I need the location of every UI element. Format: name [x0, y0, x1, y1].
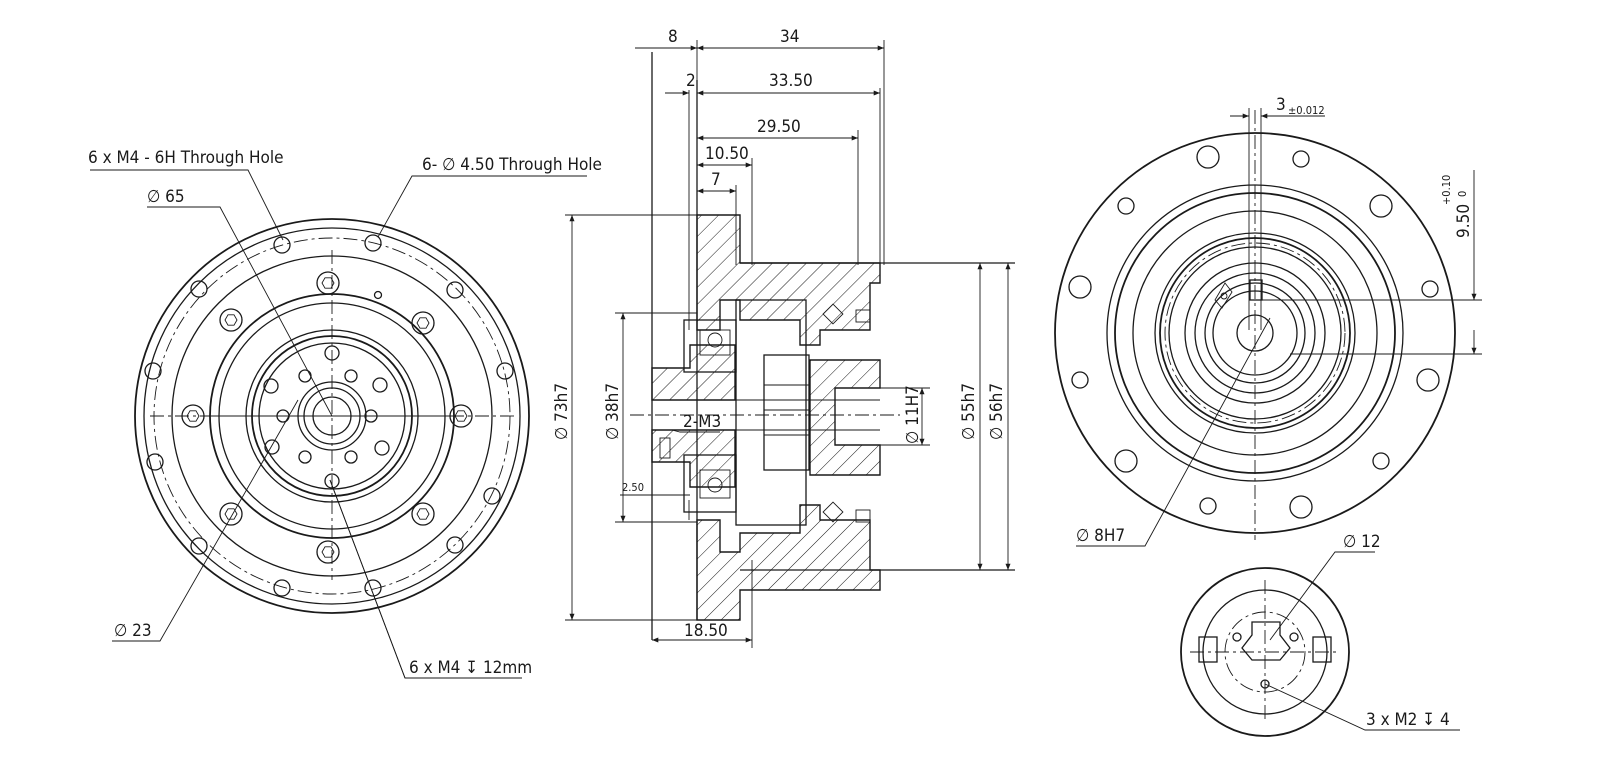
left-view: 6 x M4 - 6H Through Hole 6- ∅ 4.50 Throu… — [88, 148, 602, 679]
key-width-label: 3 — [1276, 95, 1286, 115]
left-view-leaders — [90, 169, 587, 679]
detail-view-dim-lines — [1264, 551, 1460, 731]
dia-12-label: ∅ 12 — [1343, 532, 1381, 552]
dim-38h7: ∅ 38h7 — [603, 383, 623, 440]
right-view-labels: 3 ±0.012 9.50 +0.10 0 ∅ 8H7 — [1076, 95, 1474, 546]
right-view-holes — [1068, 145, 1440, 519]
right-view-dim-lines — [1076, 108, 1482, 547]
dia-65-label: ∅ 65 — [147, 187, 185, 207]
dim-7: 7 — [711, 170, 721, 190]
through-hole-450-label: 6- ∅ 4.50 Through Hole — [422, 155, 602, 175]
right-view-keyway — [1214, 110, 1263, 540]
m2-depth-label: 3 x M2 ↧ 4 — [1366, 710, 1450, 730]
left-view-labels: 6 x M4 - 6H Through Hole 6- ∅ 4.50 Throu… — [88, 148, 602, 678]
detail-view-labels: ∅ 12 3 x M2 ↧ 4 — [1343, 532, 1450, 730]
dim-11h7: ∅ 11H7 — [903, 385, 923, 444]
dim-10-50: 10.50 — [705, 144, 749, 164]
section-dimension-labels: 8 34 2 33.50 29.50 10.50 7 ∅ 73h7 ∅ 38h7… — [552, 27, 1007, 641]
dia-8h7-label: ∅ 8H7 — [1076, 526, 1125, 546]
label-2-m3: 2-M3 — [683, 412, 721, 432]
dim-55h7: ∅ 55h7 — [959, 383, 979, 440]
label-18-50: 18.50 — [684, 621, 728, 641]
outer-through-holes — [144, 234, 514, 597]
dim-29-50: 29.50 — [757, 117, 801, 137]
dim-2: 2 — [686, 71, 696, 91]
dia-23-label: ∅ 23 — [114, 621, 152, 641]
left-view-centerlines — [150, 250, 515, 580]
socket-head-screws — [181, 271, 473, 564]
section-dimension-lines — [565, 40, 1011, 648]
section-view: 8 34 2 33.50 29.50 10.50 7 ∅ 73h7 ∅ 38h7… — [552, 27, 1015, 648]
dim-73h7: ∅ 73h7 — [552, 383, 572, 440]
right-view: 3 ±0.012 9.50 +0.10 0 ∅ 8H7 — [1054, 95, 1482, 547]
dim-34: 34 — [780, 27, 799, 47]
key-height-tol-lower: 0 — [1456, 191, 1469, 197]
dim-8: 8 — [668, 27, 678, 47]
through-hole-m4-label: 6 x M4 - 6H Through Hole — [88, 148, 284, 168]
detail-view: ∅ 12 3 x M2 ↧ 4 — [1180, 532, 1460, 737]
key-width-tol: ±0.012 — [1288, 104, 1325, 117]
key-height-label: 9.50 — [1454, 204, 1474, 238]
dim-33-50: 33.50 — [769, 71, 813, 91]
dim-56h7: ∅ 56h7 — [987, 383, 1007, 440]
key-height-tol-upper: +0.10 — [1440, 175, 1453, 205]
dim-2-50: 2.50 — [622, 481, 644, 494]
section-outline — [630, 52, 1015, 640]
inner-bolt-holes — [263, 345, 390, 489]
m4-depth-label: 6 x M4 ↧ 12mm — [409, 658, 532, 678]
